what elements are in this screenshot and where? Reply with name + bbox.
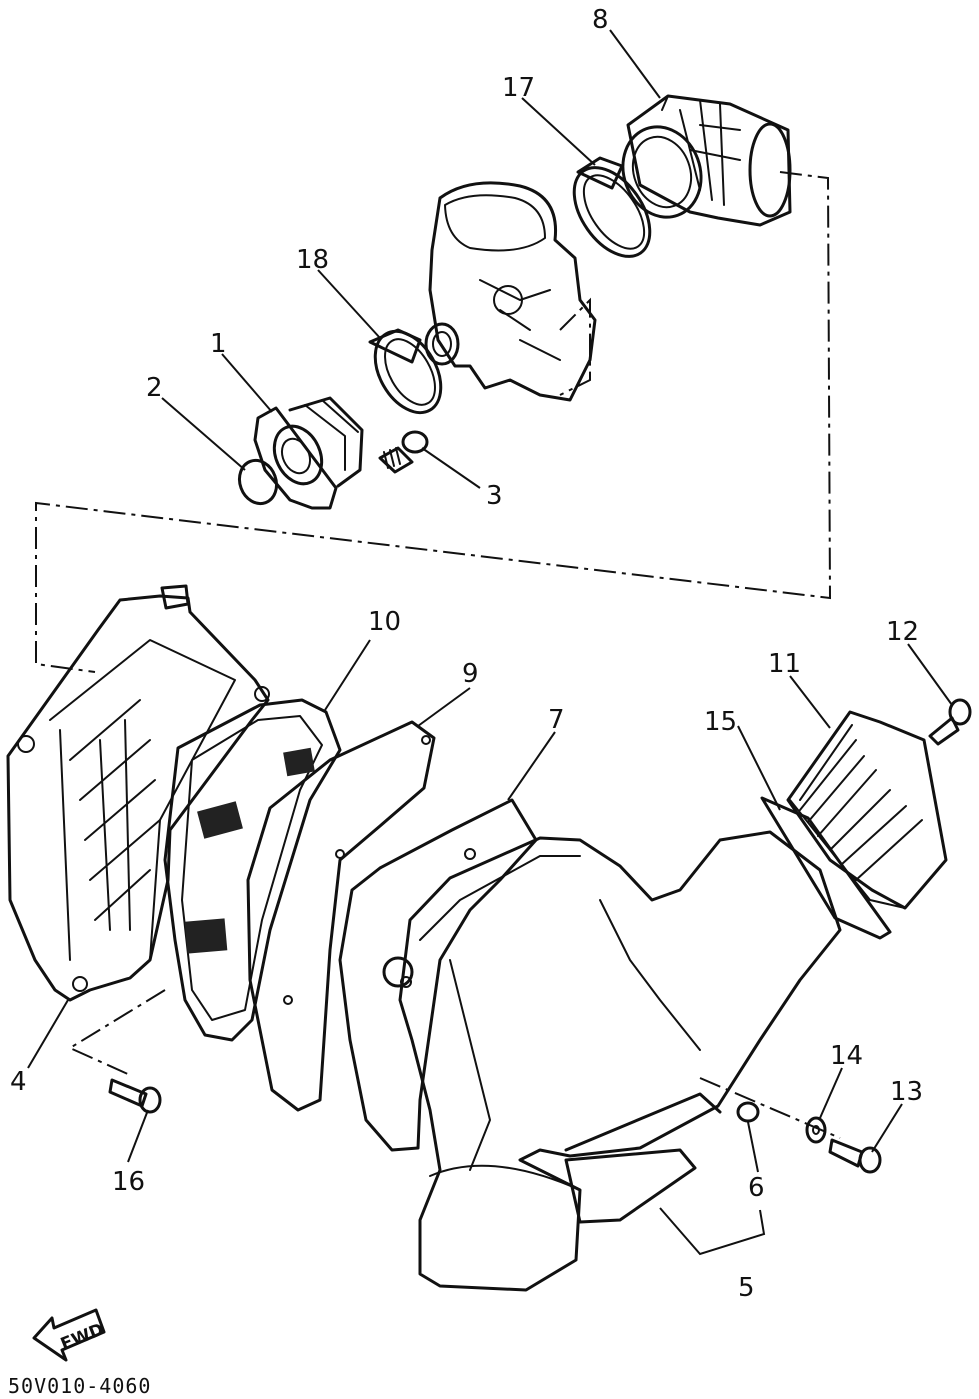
filter-element-7 xyxy=(338,798,538,1152)
fwd-label: FWD xyxy=(58,1320,107,1355)
seal-5 xyxy=(564,1092,722,1224)
air-filter-cap xyxy=(382,830,842,1292)
fwd-arrow-icon: FWD xyxy=(32,1308,107,1362)
callout-5: 5 xyxy=(738,1273,755,1303)
grommet-6 xyxy=(736,1101,760,1123)
callout-11: 11 xyxy=(768,649,801,679)
air-filter-case-4 xyxy=(6,584,270,1002)
bolt-16 xyxy=(108,1078,162,1114)
screw-3 xyxy=(378,430,429,474)
callout-10: 10 xyxy=(368,607,401,637)
callout-labels: 8 17 18 1 2 3 10 9 7 11 12 15 4 14 13 6 … xyxy=(10,5,923,1303)
callout-2: 2 xyxy=(146,373,163,403)
o-ring-2 xyxy=(237,458,279,506)
callout-13: 13 xyxy=(890,1077,923,1107)
callout-15: 15 xyxy=(704,707,737,737)
washer-14 xyxy=(805,1116,827,1144)
callout-1: 1 xyxy=(210,329,227,359)
drawing-code: 50V010-4060 xyxy=(8,1374,151,1398)
leader-lines xyxy=(27,29,953,1256)
filter-element-9 xyxy=(246,720,436,1112)
assembly-line-bolt13 xyxy=(699,1077,841,1139)
callout-17: 17 xyxy=(502,73,535,103)
bolt-13 xyxy=(828,1138,882,1174)
callout-8: 8 xyxy=(592,5,609,35)
callout-9: 9 xyxy=(462,659,479,689)
callout-16: 16 xyxy=(112,1167,145,1197)
screw-12 xyxy=(928,698,972,746)
callout-7: 7 xyxy=(548,705,565,735)
callout-12: 12 xyxy=(886,617,919,647)
callout-18: 18 xyxy=(296,245,329,275)
callout-14: 14 xyxy=(830,1041,863,1071)
assembly-line-main xyxy=(35,171,832,673)
intake-joint-8 xyxy=(621,94,792,227)
callout-3: 3 xyxy=(486,481,503,511)
hose-clamp-18 xyxy=(368,328,443,415)
callout-4: 4 xyxy=(10,1067,27,1097)
cover-11 xyxy=(786,710,948,910)
gasket-15 xyxy=(760,796,892,940)
carburetor-joint-1 xyxy=(253,396,364,510)
gasket-10 xyxy=(163,698,342,1042)
carburetor xyxy=(424,181,597,402)
callout-6: 6 xyxy=(748,1173,765,1203)
assembly-line-bolt16 xyxy=(67,989,166,1076)
